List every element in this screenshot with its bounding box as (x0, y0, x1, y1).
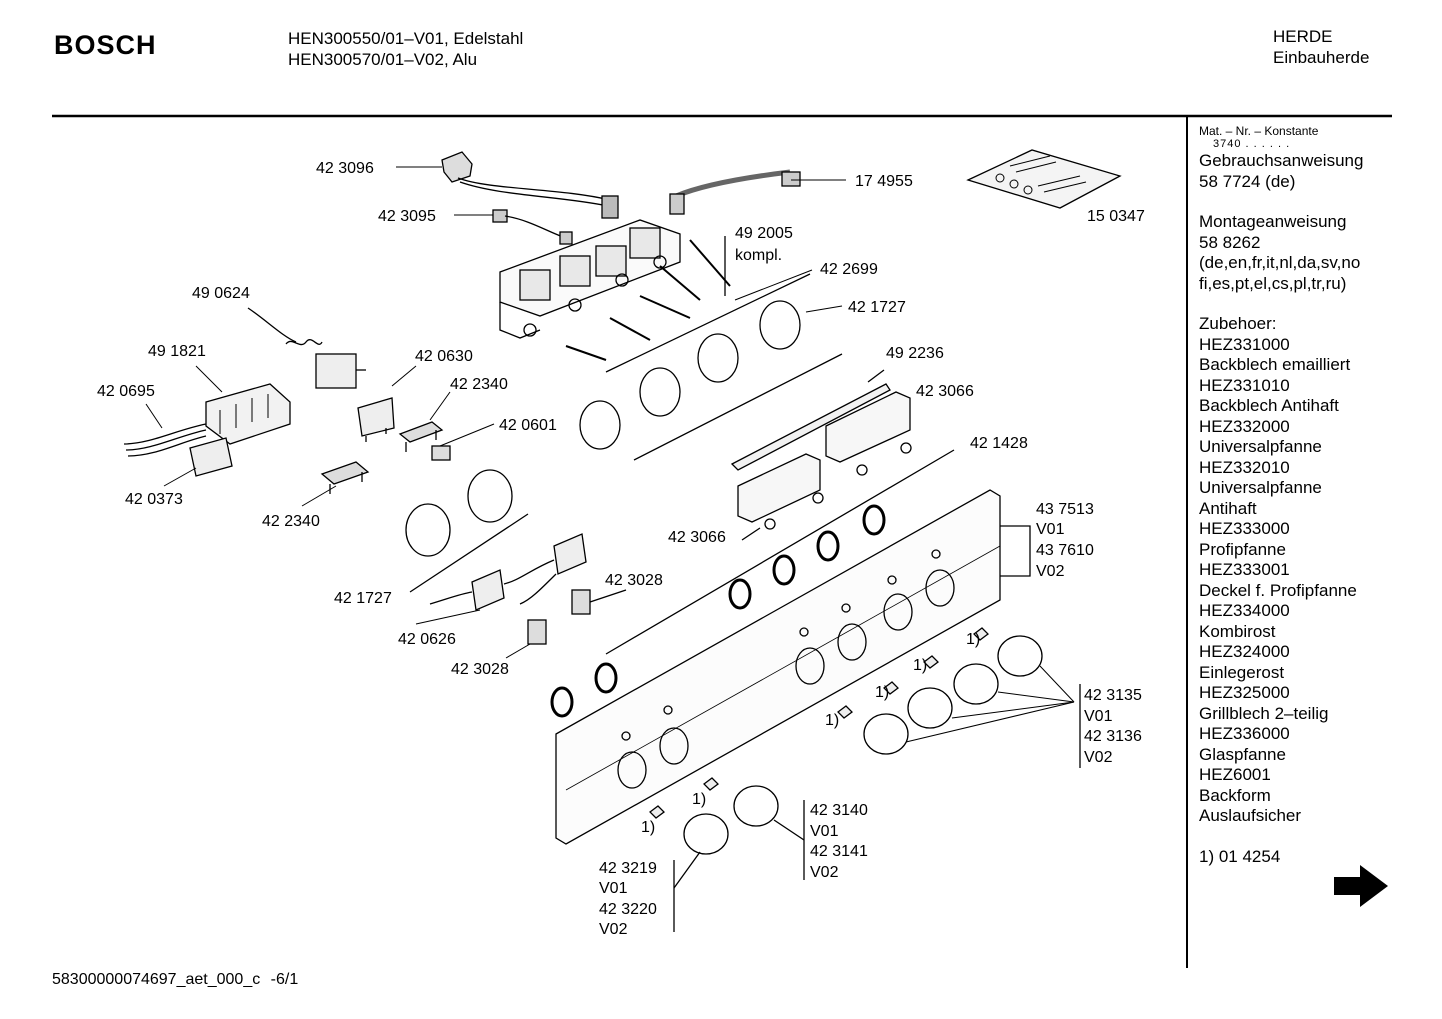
part-label: 42 2699 (820, 261, 878, 278)
accessory-line: Backblech emailliert (1199, 355, 1351, 374)
category-line-1: HERDE (1273, 27, 1333, 46)
mat-nr-value: 3740 . . . . . . (1213, 138, 1291, 150)
part-label: 15 0347 (1087, 208, 1145, 225)
part-label: V02 (1036, 563, 1065, 580)
part-label: 42 3066 (916, 383, 974, 400)
accessory-line: HEZ336000 (1199, 724, 1290, 743)
part-label: 1) (825, 712, 839, 729)
mounting-line: 58 8262 (1199, 232, 1261, 252)
accessory-line: Antihaft (1199, 498, 1257, 518)
accessory-line: Kombirost (1199, 621, 1276, 641)
mounting-line: fi,es,pt,el,cs,pl,tr,ru) (1199, 273, 1347, 293)
part-label: 42 3096 (316, 160, 374, 177)
part-label: 17 4955 (855, 173, 913, 190)
part-label: 42 1727 (334, 590, 392, 607)
part-label: V01 (599, 880, 628, 897)
part-label: V02 (810, 864, 839, 881)
part-label: V02 (599, 921, 628, 938)
accessory-line: Zubehoer: (1199, 314, 1277, 333)
sidebar-info: Mat. – Nr. – Konstante 3740 . . . . . . … (1199, 124, 1399, 867)
accessory-line: Backform (1199, 785, 1271, 805)
part-label: 42 3136 (1084, 728, 1142, 745)
part-label: V02 (1084, 749, 1113, 766)
part-label: V01 (1036, 521, 1065, 538)
accessory-line: Auslaufsicher (1199, 806, 1302, 825)
accessory-line: Backblech Antihaft (1199, 396, 1339, 415)
accessory-line: Deckel f. Profipfanne (1199, 580, 1357, 600)
arrow-right-icon[interactable] (1332, 862, 1390, 910)
footnote: 1) 01 4254 (1199, 846, 1281, 866)
part-label: 42 1727 (848, 299, 906, 316)
part-label: 42 0601 (499, 417, 557, 434)
accessory-line: HEZ6001 (1199, 765, 1271, 784)
accessory-line: HEZ324000 (1199, 642, 1290, 661)
manual-line: 58 7724 (de) (1199, 171, 1296, 191)
accessory-line: Einlegerost (1199, 662, 1285, 682)
part-label: 49 2005 (735, 225, 793, 242)
part-label: 42 3220 (599, 901, 657, 918)
part-label: 42 0695 (97, 383, 155, 400)
part-label: 43 7513 (1036, 501, 1094, 518)
accessory-line: HEZ331010 (1199, 375, 1290, 395)
part-label: 42 2340 (450, 376, 508, 393)
mat-nr-label: Mat. – Nr. – Konstante (1199, 124, 1319, 138)
manual-line: Gebrauchsanweisung (1199, 151, 1364, 170)
part-label: 42 1428 (970, 435, 1028, 452)
part-label: 42 3095 (378, 208, 436, 225)
part-label: 49 0624 (192, 285, 250, 302)
brand-logo: BOSCH (54, 30, 157, 60)
part-label: 1) (641, 819, 655, 836)
part-label: 43 7610 (1036, 542, 1094, 559)
accessory-line: HEZ325000 (1199, 683, 1290, 702)
category-line-2: Einbauherde (1273, 48, 1370, 67)
part-label: 42 3219 (599, 860, 657, 877)
accessory-line: HEZ333000 (1199, 519, 1290, 538)
part-label: 42 0373 (125, 491, 183, 508)
part-label: 42 3028 (451, 661, 509, 678)
accessory-line: Profipfanne (1199, 539, 1286, 559)
part-label: 42 0626 (398, 631, 456, 648)
document-code: 58300000074697_aet_000_c (52, 971, 261, 988)
part-label: 42 3141 (810, 843, 868, 860)
accessory-line: Universalpfanne (1199, 478, 1322, 497)
part-label: 1) (966, 631, 980, 648)
part-label: 1) (692, 791, 706, 808)
accessory-line: HEZ332010 (1199, 457, 1290, 477)
part-label: 42 2340 (262, 513, 320, 530)
accessory-line: Grillblech 2–teilig (1199, 703, 1329, 723)
accessory-line: HEZ331000 (1199, 334, 1290, 354)
part-label: 42 3066 (668, 529, 726, 546)
accessory-line: HEZ332000 (1199, 416, 1290, 436)
part-label: 49 1821 (148, 343, 206, 360)
model-line-2: HEN300570/01–V02, Alu (288, 50, 478, 69)
part-label: 1) (913, 657, 927, 674)
accessory-line: Glaspfanne (1199, 744, 1286, 764)
accessory-line: HEZ334000 (1199, 601, 1290, 620)
part-label: 42 0630 (415, 348, 473, 365)
part-label: 42 3140 (810, 802, 868, 819)
mounting-line: Montageanweisung (1199, 212, 1347, 231)
accessory-line: HEZ333001 (1199, 560, 1290, 579)
part-label: 49 2236 (886, 345, 944, 362)
mounting-line: (de,en,fr,it,nl,da,sv,no (1199, 253, 1361, 272)
part-label: 42 3028 (605, 572, 663, 589)
footer-code: 58300000074697_aet_000_c -6/1 (52, 971, 298, 989)
part-label: V01 (1084, 708, 1113, 725)
page-number: -6/1 (270, 971, 299, 988)
part-label: V01 (810, 823, 839, 840)
part-label: 42 3135 (1084, 687, 1142, 704)
part-label: 1) (875, 684, 889, 701)
accessory-line: Universalpfanne (1199, 437, 1322, 456)
model-line-1: HEN300550/01–V01, Edelstahl (288, 29, 524, 48)
part-label: kompl. (735, 247, 782, 264)
